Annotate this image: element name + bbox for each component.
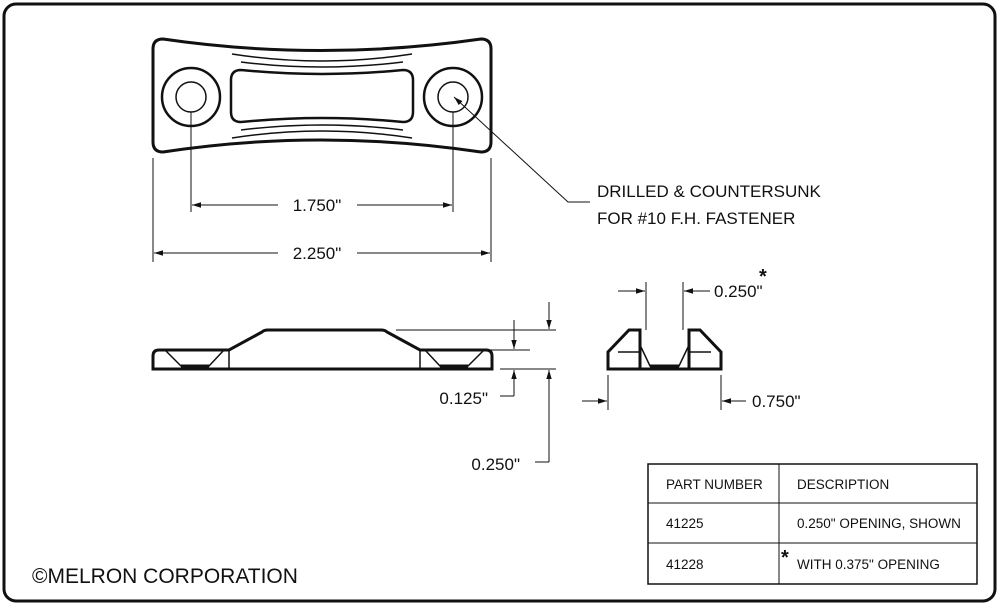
center-recess — [229, 68, 415, 124]
total-height-label: 0.250" — [471, 455, 520, 474]
side-view-dimensions — [396, 302, 556, 463]
table-header-part-number: PART NUMBER — [666, 477, 763, 492]
base-thickness-label: 0.125" — [439, 389, 488, 408]
opening-width-marker: * — [759, 266, 767, 288]
hole-note-leader — [453, 96, 590, 203]
end-view — [606, 328, 723, 371]
end-view-slot — [639, 344, 690, 367]
table-row-1-description: 0.250" OPENING, SHOWN — [797, 516, 961, 531]
side-view — [151, 328, 494, 371]
opening-width-label: 0.250" — [714, 282, 763, 301]
overall-width-label: 0.750" — [752, 392, 801, 411]
top-view-dimensions — [152, 96, 590, 262]
table-header-description: DESCRIPTION — [797, 477, 889, 492]
hole-note-line1: DRILLED & COUNTERSUNK — [597, 182, 822, 201]
end-view-dimensions — [582, 282, 746, 410]
side-right-countersink — [424, 349, 485, 367]
ridge-line-bottom-2 — [231, 130, 413, 139]
table-row-1-part-number: 41225 — [666, 516, 704, 531]
ridge-line-bottom-1 — [240, 124, 404, 131]
hole-note-line2: FOR #10 F.H. FASTENER — [597, 209, 795, 228]
parts-table — [647, 463, 978, 585]
top-view-outline — [151, 37, 493, 154]
side-left-countersink — [164, 349, 225, 367]
end-view-outline — [606, 328, 723, 371]
copyright-label: ©MELRON CORPORATION — [32, 565, 298, 588]
hole-spacing-label: 1.750" — [293, 196, 342, 215]
table-row-2-part-number: 41228 — [666, 557, 704, 572]
right-hole — [437, 81, 469, 113]
side-view-outline — [151, 328, 494, 371]
left-hole — [175, 81, 207, 113]
table-row-2-marker: * — [781, 547, 789, 569]
ridge-line-top-2 — [231, 53, 413, 62]
overall-length-label: 2.250" — [293, 244, 342, 263]
ridge-line-top-1 — [240, 61, 404, 68]
top-view — [151, 37, 493, 154]
table-row-2-description: WITH 0.375" OPENING — [797, 557, 940, 572]
